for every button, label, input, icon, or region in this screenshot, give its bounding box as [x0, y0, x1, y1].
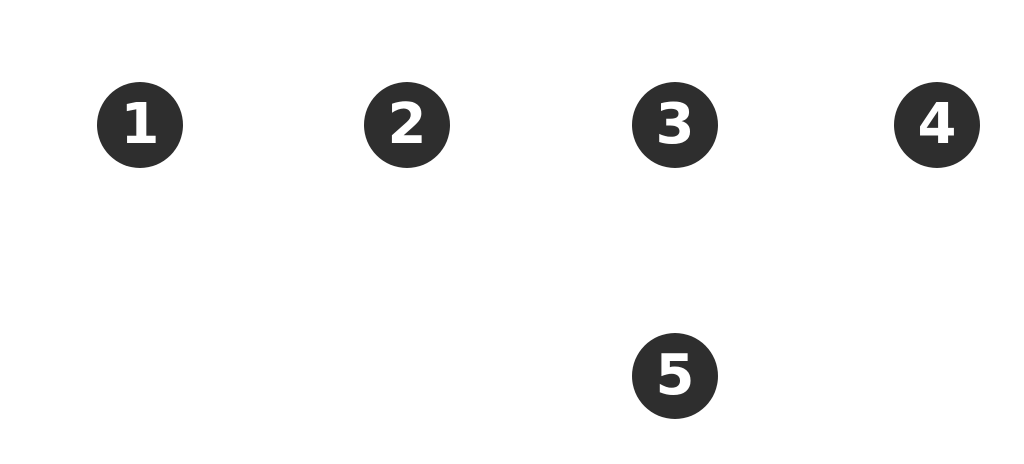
number-badge-label: 3: [655, 92, 695, 157]
number-badge-3: 3: [632, 82, 718, 168]
number-badge-label: 4: [917, 92, 957, 157]
number-badge-1: 1: [97, 82, 183, 168]
number-badge-2: 2: [364, 82, 450, 168]
number-badge-label: 5: [655, 343, 695, 408]
number-badge-label: 1: [120, 92, 160, 157]
number-badge-label: 2: [387, 92, 427, 157]
number-badge-4: 4: [894, 82, 980, 168]
number-badge-5: 5: [632, 333, 718, 419]
